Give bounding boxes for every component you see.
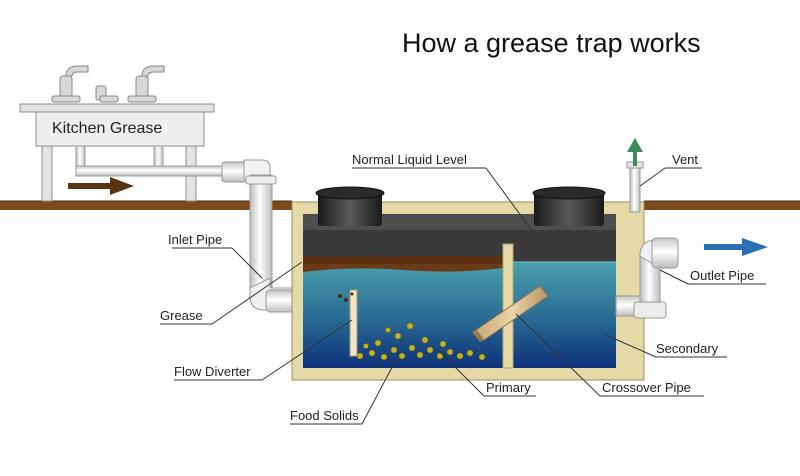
label-flow-diverter: Flow Diverter — [174, 364, 251, 379]
flow-arrow-in-icon — [68, 177, 134, 195]
leader-lines — [160, 167, 766, 425]
inlet-pipe — [221, 159, 297, 313]
label-vent: Vent — [672, 152, 698, 167]
vent-arrow-icon — [627, 138, 643, 166]
outlet-pipe — [615, 237, 679, 319]
flow-arrow-out-icon — [704, 238, 768, 256]
diagram-title: How a grease trap works — [402, 28, 701, 58]
label-outlet-pipe: Outlet Pipe — [690, 268, 754, 283]
crossover-pipe — [472, 285, 549, 342]
label-food-solids: Food Solids — [290, 408, 359, 423]
label-primary: Primary — [486, 380, 531, 395]
label-normal-liquid-level: Normal Liquid Level — [352, 152, 467, 167]
kitchen-sink: Kitchen Grease — [19, 65, 267, 202]
sink-label: Kitchen Grease — [52, 120, 162, 137]
tank — [291, 186, 645, 381]
label-inlet-pipe: Inlet Pipe — [168, 232, 222, 247]
faucet-icon — [51, 65, 165, 103]
manhole-lid-icon — [532, 186, 606, 226]
food-solids — [356, 322, 486, 361]
label-crossover-pipe: Crossover Pipe — [602, 380, 691, 395]
manhole-lid-icon — [315, 186, 385, 226]
label-grease: Grease — [160, 308, 203, 323]
label-secondary: Secondary — [656, 341, 719, 356]
